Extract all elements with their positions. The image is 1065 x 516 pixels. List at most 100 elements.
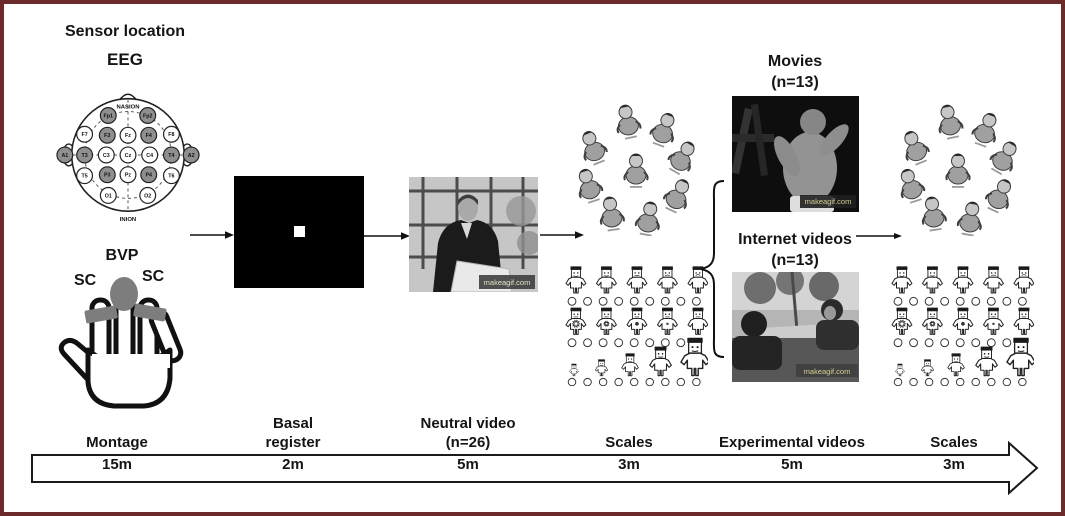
movies-video-frame: makeagif.com [732,96,859,212]
sam-manikin [687,266,708,294]
rating-circle [955,377,965,386]
timeline-label-scales-2: Scales [930,434,978,451]
rating-circle [598,296,608,306]
rating-circle [676,296,686,306]
rating-circle [909,338,918,348]
boxer-head [800,109,826,135]
emotion-figure [938,104,964,140]
sam-manikin [595,307,617,335]
rating-circle [676,377,686,386]
timeline-arrow [31,440,1039,496]
emotion-figure [662,179,689,214]
sensor-location-title: Sensor location [64,23,186,40]
svg-text:O2: O2 [144,193,151,199]
electrode-Pz: Pz [119,166,137,184]
emotion-figure [956,201,982,236]
emotion-wheel-scale-2 [900,104,1017,236]
watermark-neutral: makeagif.com [484,278,531,287]
rating-circle [924,296,934,306]
emotion-figure [921,196,947,232]
sam-manikin [975,346,998,377]
emotion-figure [582,131,608,166]
emotion-figure [634,201,660,236]
electrode-Fp2: Fp2 [139,107,157,124]
sam-scale-2 [891,266,1034,386]
electrode-F4: F4 [140,126,158,144]
rating-circle [1018,377,1027,386]
svg-text:T6: T6 [168,174,174,180]
rating-circle [567,377,577,386]
sam-manikin [921,359,935,377]
rating-circle [691,296,701,306]
fixation-screen [234,176,364,288]
rating-circle [614,296,624,306]
rating-circle [971,377,980,386]
sam-manikin [565,307,587,335]
bvp-hand-diagram [58,277,184,409]
electrode-C4: C4 [141,146,159,164]
emotion-figure [667,141,695,176]
timeline-duration-scales1: 3m [618,456,640,473]
sam-manikin [569,363,579,377]
emotion-figure [989,141,1017,176]
rating-circle [660,338,670,348]
rating-circle [1017,296,1027,306]
flow-arrow-1 [190,231,234,239]
emotion-figure [623,153,649,188]
svg-text:T5: T5 [81,174,87,180]
bvp-sensor [110,277,138,311]
sam-manikin [657,266,678,294]
flow-arrow-3 [540,231,584,239]
timeline-duration-montage: 15m [101,456,133,473]
sc-left-label: SC [74,272,97,289]
timeline-duration-experimental: 5m [781,456,803,473]
rating-circle [645,377,654,386]
fixation-point [294,226,305,237]
rating-circle [660,296,670,306]
timeline-duration-basal: 2m [282,456,304,473]
sam-manikin [1013,307,1034,335]
svg-text:F7: F7 [81,132,87,138]
rating-circle [1002,338,1012,348]
emotion-figure [649,112,675,148]
watermark-movies: makeagif.com [805,197,852,206]
sam-manikin [947,353,965,377]
svg-text:Fp2: Fp2 [143,113,152,119]
rating-circle [893,296,903,306]
rating-circle [893,338,903,348]
bvp-label: BVP [105,247,139,264]
svg-text:O1: O1 [105,193,112,199]
electrode-O2: O2 [139,186,157,204]
rating-circle [567,338,577,348]
rating-circle [614,338,624,348]
rating-circle [924,338,934,348]
neutral-video-frame: makeagif.com [409,177,538,292]
sam-scale-1 [565,266,708,386]
sam-manikin [921,266,943,294]
internet-videos-title: Internet videos (n=13) [738,231,852,269]
emotion-figure [971,112,997,148]
rating-circle [940,296,950,306]
timeline-duration-scales2: 3m [943,456,965,473]
flow-arrow-2 [364,232,410,240]
rating-circle [645,296,655,306]
sam-manikin [626,307,648,335]
rating-circle [692,377,701,386]
rating-circle [567,296,577,306]
sam-manikin [1006,337,1034,377]
internet-video-frame: makeagif.com [732,272,859,382]
electrode-C3: C3 [97,146,115,164]
sam-manikin [952,307,974,335]
timeline-label-experimental-videos: Experimental videos [719,434,865,451]
sam-manikin [657,307,678,335]
svg-text:T4: T4 [168,153,174,159]
electrode-T6: T6 [162,167,180,185]
sc-right-label: SC [142,268,165,285]
electrode-Fz: Fz [119,126,137,144]
sam-manikin [621,353,639,377]
rating-circle [583,296,592,306]
electrode-T5: T5 [76,167,94,185]
rating-circle [955,296,965,306]
